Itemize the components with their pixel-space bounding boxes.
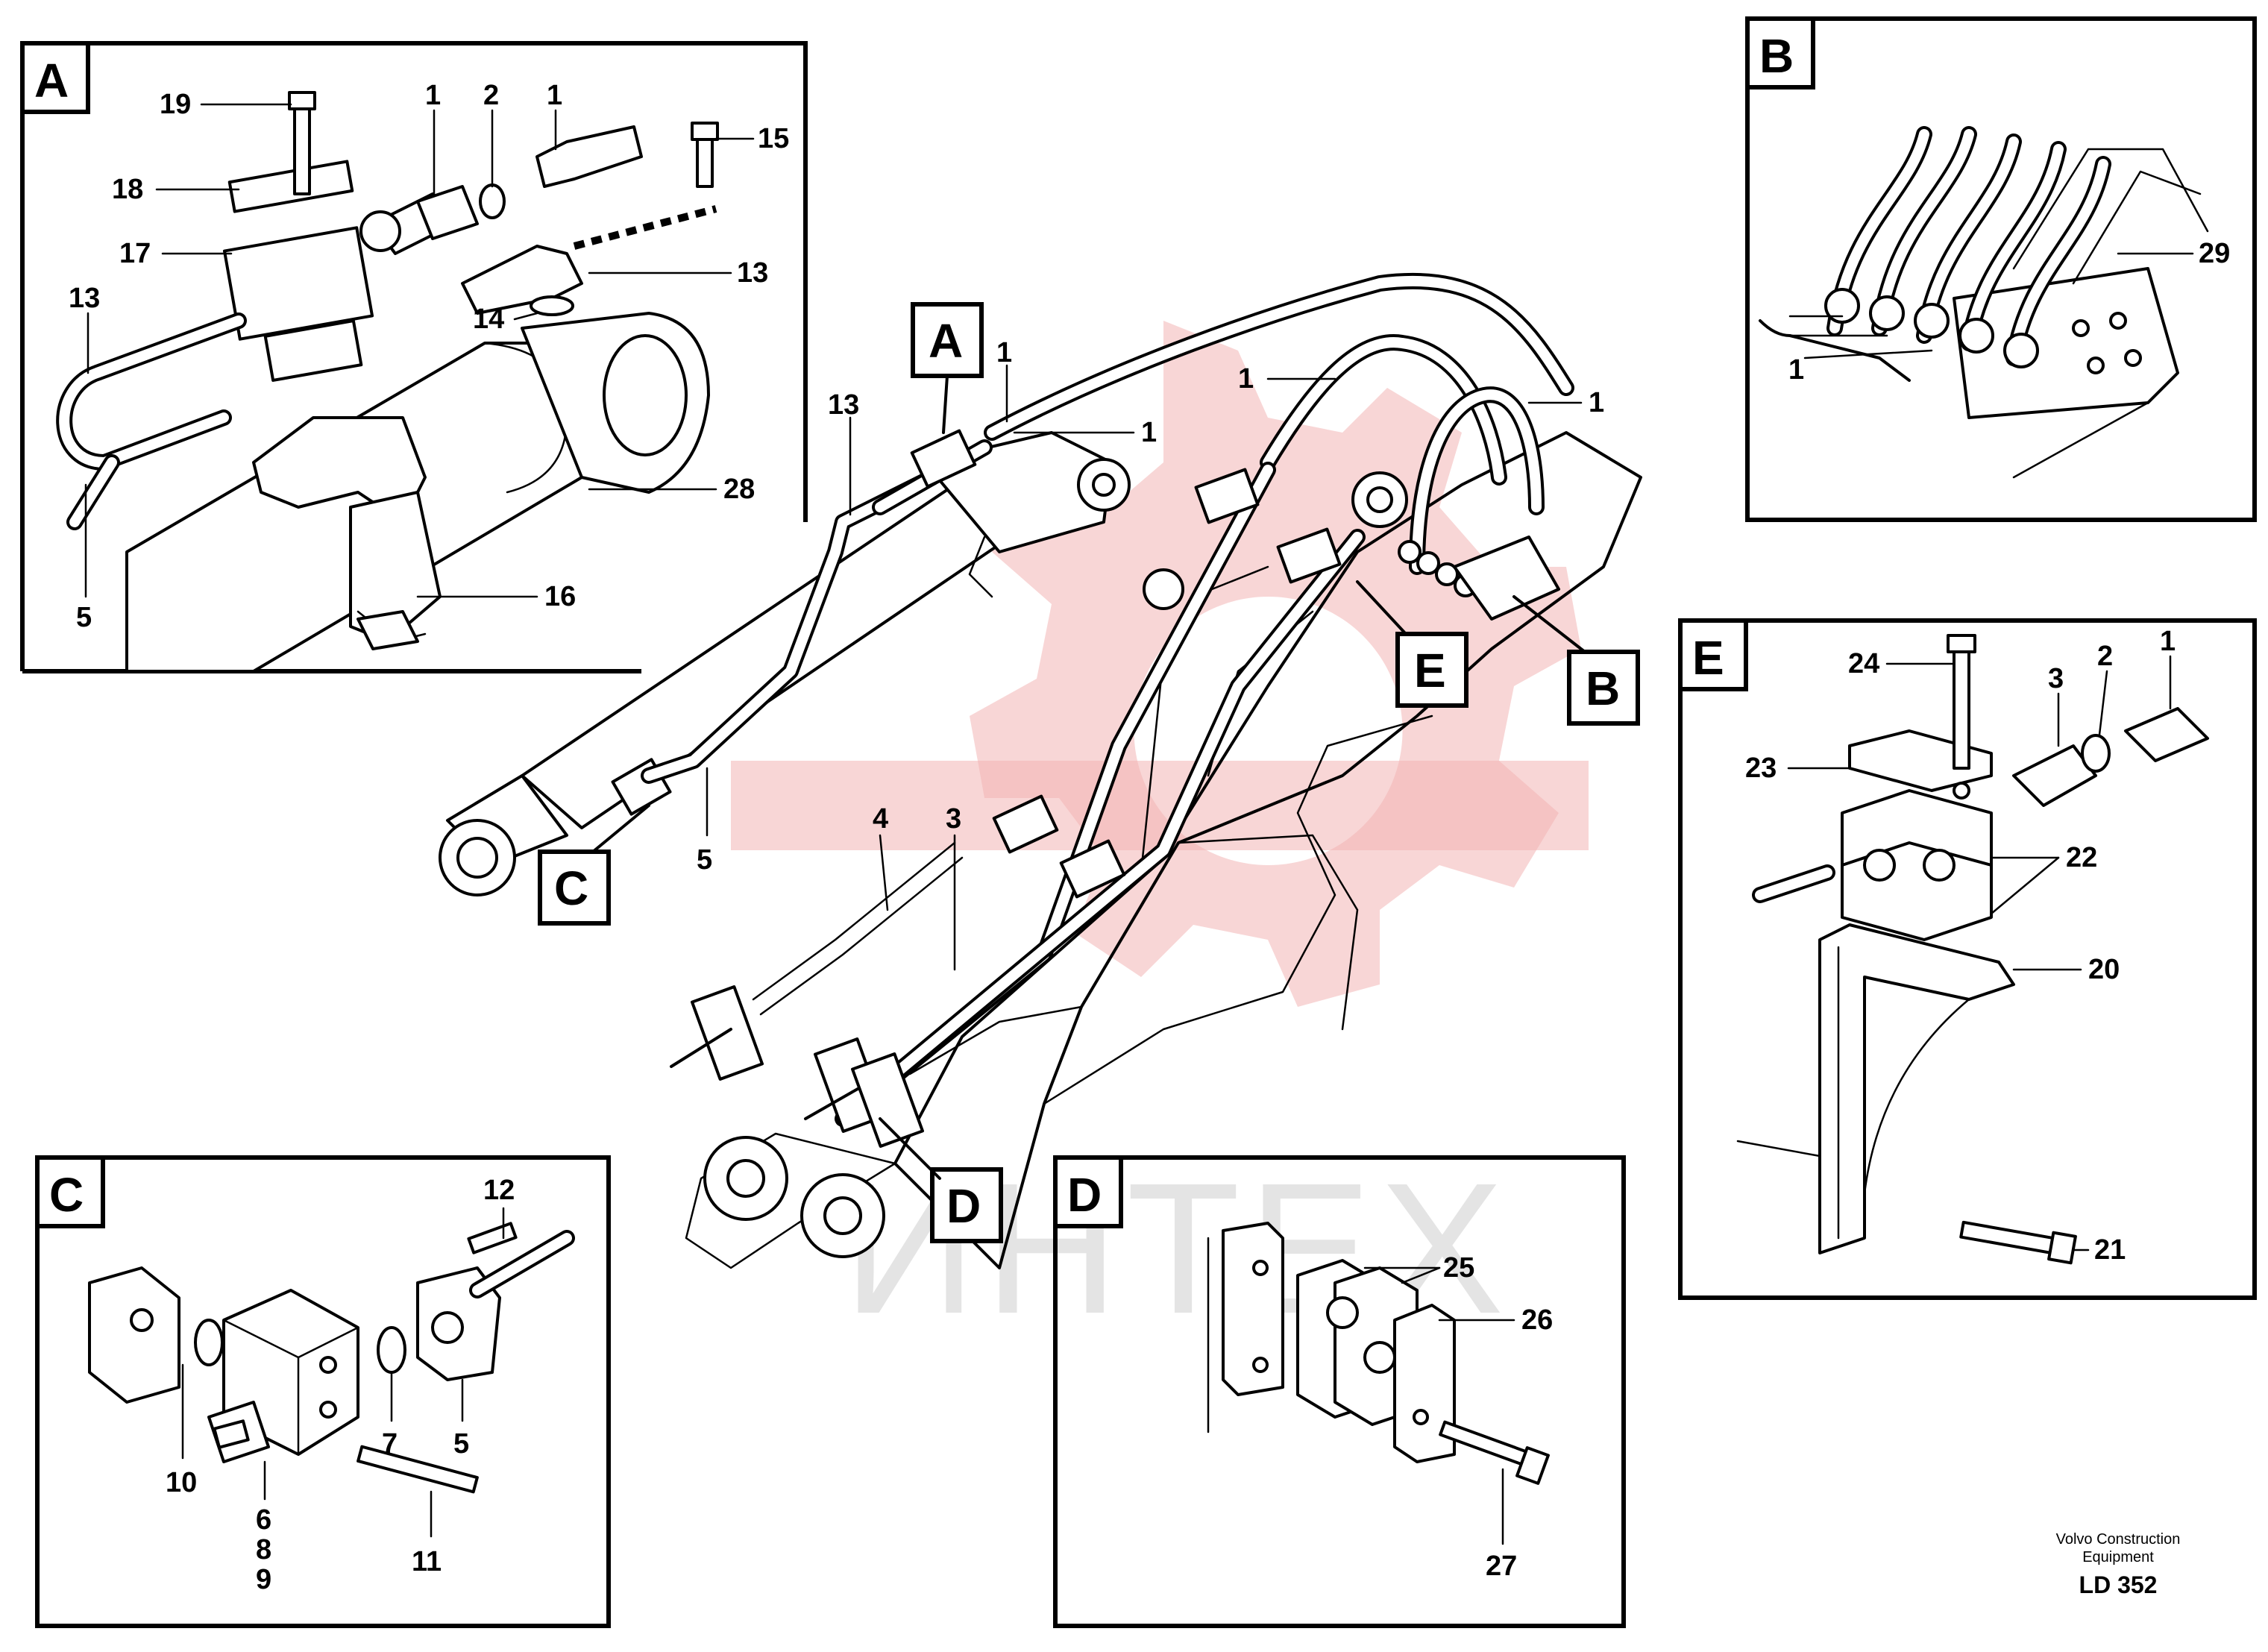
svg-text:D: D [946, 1179, 981, 1233]
detail-a-label-1-b: 1 [547, 80, 562, 111]
main-label-3: 3 [946, 803, 961, 835]
detail-c-label-11: 11 [412, 1546, 442, 1577]
detail-e-label-2: 2 [2097, 641, 2113, 672]
detail-a-label-2: 2 [483, 80, 499, 111]
detail-a-label-17: 17 [119, 238, 151, 269]
callout-b: B [1512, 595, 1640, 726]
detail-c-label-6: 6 [256, 1504, 271, 1536]
detail-a-title: A [34, 54, 69, 107]
detail-e-label-21: 21 [2094, 1234, 2126, 1266]
detail-b: B 29 [1745, 16, 2257, 522]
detail-e-fitting-3 [2012, 744, 2097, 807]
detail-d-label-27: 27 [1486, 1551, 1517, 1582]
detail-b-label-29: 29 [2199, 238, 2230, 269]
detail-c-label-7: 7 [382, 1428, 398, 1460]
detail-a-label-14: 14 [473, 304, 504, 335]
detail-b-label-1: 1 [1788, 354, 1804, 386]
main-boom-assembly [439, 272, 1642, 1269]
main-label-1-c: 1 [1238, 363, 1254, 395]
clamp-a-main [910, 429, 977, 489]
detail-e-bolt-24 [1953, 640, 1970, 770]
main-label-1-b: 1 [1141, 417, 1157, 448]
detail-c-bolt-12 [467, 1222, 518, 1254]
detail-a-clamp-17 [222, 226, 374, 341]
detail-a-oring-2 [479, 183, 506, 219]
detail-a-label-18: 18 [112, 174, 143, 205]
detail-a-clamp-16 [356, 610, 419, 650]
svg-text:C: C [554, 861, 588, 915]
main-label-13: 13 [828, 389, 859, 421]
detail-c-title: C [49, 1168, 84, 1222]
detail-a-label-5: 5 [76, 602, 92, 633]
main-label-5: 5 [697, 844, 712, 876]
detail-c-label-12: 12 [483, 1175, 515, 1206]
manufacturer-line-1: Volvo Construction [2056, 1531, 2181, 1548]
detail-c: C 12 10 7 5 6 8 9 11 [35, 1155, 611, 1628]
detail-d-label-26: 26 [1521, 1304, 1553, 1336]
main-labels: 13 1 1 1 1 4 3 5 [697, 337, 1604, 971]
detail-a-label-15: 15 [758, 123, 789, 154]
detail-e-oring-2 [2081, 734, 2111, 773]
detail-a-label-28: 28 [723, 474, 755, 505]
main-label-1-a: 1 [996, 337, 1012, 368]
detail-c-flange-left [88, 1266, 180, 1404]
detail-c-oring-10 [194, 1319, 224, 1366]
detail-e-bolt-21 [1959, 1220, 2061, 1256]
detail-a-plate-18 [227, 160, 354, 213]
detail-d-label-25: 25 [1443, 1252, 1474, 1284]
detail-a-oring-14 [530, 295, 574, 316]
detail-c-label-5: 5 [453, 1428, 469, 1460]
callout-e: E [1356, 580, 1468, 708]
detail-a-bolt-19 [293, 95, 311, 195]
svg-text:B: B [1586, 662, 1620, 715]
detail-a: A 19 [20, 41, 808, 673]
svg-text:A: A [929, 314, 963, 368]
detail-c-bolt-11 [356, 1445, 479, 1494]
detail-c-oring-7 [377, 1326, 406, 1374]
detail-e-bracket-20 [1818, 923, 2015, 1254]
callout-d: D [879, 1117, 1003, 1243]
detail-e-label-23: 23 [1745, 753, 1777, 784]
detail-a-label-19: 19 [160, 89, 191, 120]
main-label-4: 4 [873, 803, 888, 835]
detail-c-label-10: 10 [166, 1467, 197, 1498]
detail-a-label-1-a: 1 [425, 80, 441, 111]
detail-a-label-13-a: 13 [69, 283, 100, 314]
detail-d-plate-26 [1393, 1304, 1456, 1463]
drawing-code: LD 352 [2079, 1571, 2158, 1598]
svg-text:E: E [1414, 644, 1446, 697]
detail-a-label-16: 16 [544, 581, 576, 612]
fittings-b-main [1398, 536, 1560, 621]
detail-e-label-3: 3 [2048, 663, 2064, 694]
detail-e-label-24: 24 [1848, 648, 1879, 679]
detail-e-label-20: 20 [2088, 954, 2120, 985]
boom-body-outline [893, 431, 1642, 1269]
detail-c-label-8: 8 [256, 1534, 271, 1565]
detail-e: E 24 3 2 1 23 [1678, 618, 2257, 1300]
detail-b-title: B [1759, 29, 1794, 83]
detail-e-title: E [1692, 631, 1724, 685]
detail-d-bracket [1222, 1222, 1284, 1396]
detail-e-label-1: 1 [2160, 626, 2176, 657]
drawing-footer: Volvo Construction Equipment LD 352 [2056, 1531, 2181, 1598]
callout-a: A [911, 302, 984, 434]
detail-b-fittings [1824, 288, 2142, 374]
detail-d: D 25 26 27 [1053, 1155, 1626, 1628]
main-label-1-d: 1 [1589, 387, 1604, 418]
detail-a-label-13-b: 13 [737, 257, 768, 289]
callout-c: C [538, 804, 650, 926]
detail-e-hose-1 [2124, 707, 2209, 762]
detail-c-label-9: 9 [256, 1564, 271, 1595]
detail-d-title: D [1067, 1168, 1102, 1222]
detail-e-label-22: 22 [2066, 842, 2097, 873]
manufacturer-line-2: Equipment [2082, 1549, 2154, 1565]
